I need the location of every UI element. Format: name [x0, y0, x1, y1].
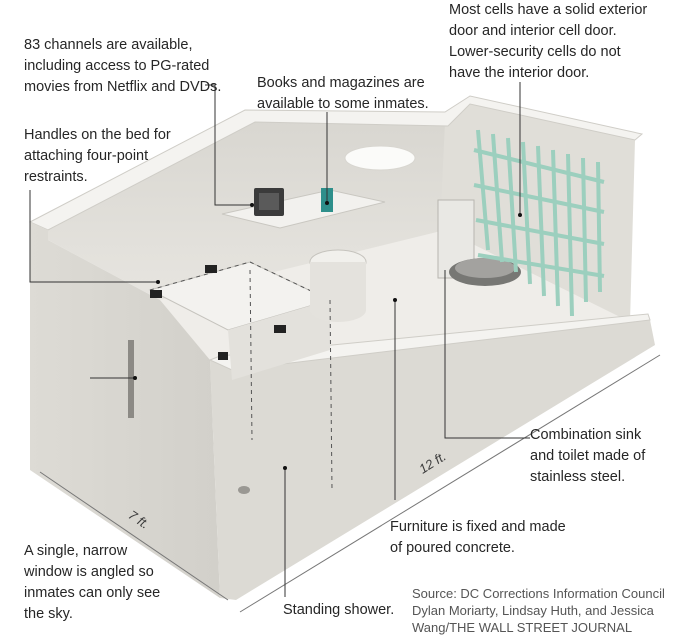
window-line-3: inmates can only see	[24, 585, 161, 601]
restraint-handle	[150, 290, 162, 298]
window-slit	[128, 340, 134, 418]
window-note: A single, narrow window is angled so inm…	[24, 541, 160, 625]
doors-note: Most cells have a solid exterior door an…	[449, 0, 647, 84]
cell-bars	[473, 129, 605, 317]
leader-lines	[29, 82, 530, 597]
handles-note: Handles on the bed for attaching four-po…	[24, 125, 171, 188]
doors-line-2: door and interior cell door.	[449, 23, 617, 39]
ceiling-light	[344, 145, 416, 171]
wall-rim	[28, 95, 644, 231]
window-line-2: window is angled so	[24, 564, 154, 580]
shower-note: Standing shower.	[283, 600, 394, 621]
channels-line-3: movies from Netflix and DVDs.	[24, 79, 222, 95]
books-line-1: Books and magazines are	[257, 75, 425, 91]
shower-drain	[238, 486, 250, 494]
left-wall	[30, 222, 220, 598]
doors-line-3: Lower-security cells do not	[449, 44, 621, 60]
channels-line-1: 83 channels are available,	[24, 37, 193, 53]
handles-line-1: Handles on the bed for	[24, 127, 171, 143]
doors-line-4: have the interior door.	[449, 65, 590, 81]
sink-line-3: stainless steel.	[530, 469, 626, 485]
restraint-handle	[218, 352, 228, 360]
width-dimension-line	[39, 471, 229, 601]
doors-line-1: Most cells have a solid exterior	[449, 2, 648, 18]
window-line-1: A single, narrow	[24, 543, 128, 559]
shower-line-1: Standing shower.	[283, 602, 395, 618]
sink-note: Combination sink and toilet made of stai…	[530, 425, 645, 488]
sink-line-2: and toilet made of	[530, 448, 646, 464]
handles-line-3: restraints.	[24, 169, 88, 185]
channels-note: 83 channels are available, including acc…	[24, 35, 221, 98]
sink-line-1: Combination sink	[530, 427, 642, 443]
window-line-4: the sky.	[24, 606, 73, 622]
length-dimension-line	[239, 354, 661, 613]
furniture-line-2: of poured concrete.	[390, 540, 515, 556]
desk-shelf	[221, 189, 386, 229]
channels-line-2: including access to PG-rated	[24, 58, 210, 74]
furniture-line-1: Furniture is fixed and made	[390, 519, 566, 535]
handles-line-2: attaching four-point	[24, 148, 149, 164]
source-line-3: Wang/THE WALL STREET JOURNAL	[412, 620, 633, 635]
source-credit: Source: DC Corrections Information Counc…	[412, 585, 665, 636]
furniture-note: Furniture is fixed and made of poured co…	[390, 517, 566, 559]
books-line-2: available to some inmates.	[257, 96, 429, 112]
source-line-1: Source: DC Corrections Information Counc…	[412, 586, 665, 601]
source-line-2: Dylan Moriarty, Lindsay Huth, and Jessic…	[412, 603, 654, 618]
books-note: Books and magazines are available to som…	[257, 73, 429, 115]
restraint-handle	[274, 325, 286, 333]
restraint-handle	[205, 265, 217, 273]
front-wall	[210, 320, 655, 600]
